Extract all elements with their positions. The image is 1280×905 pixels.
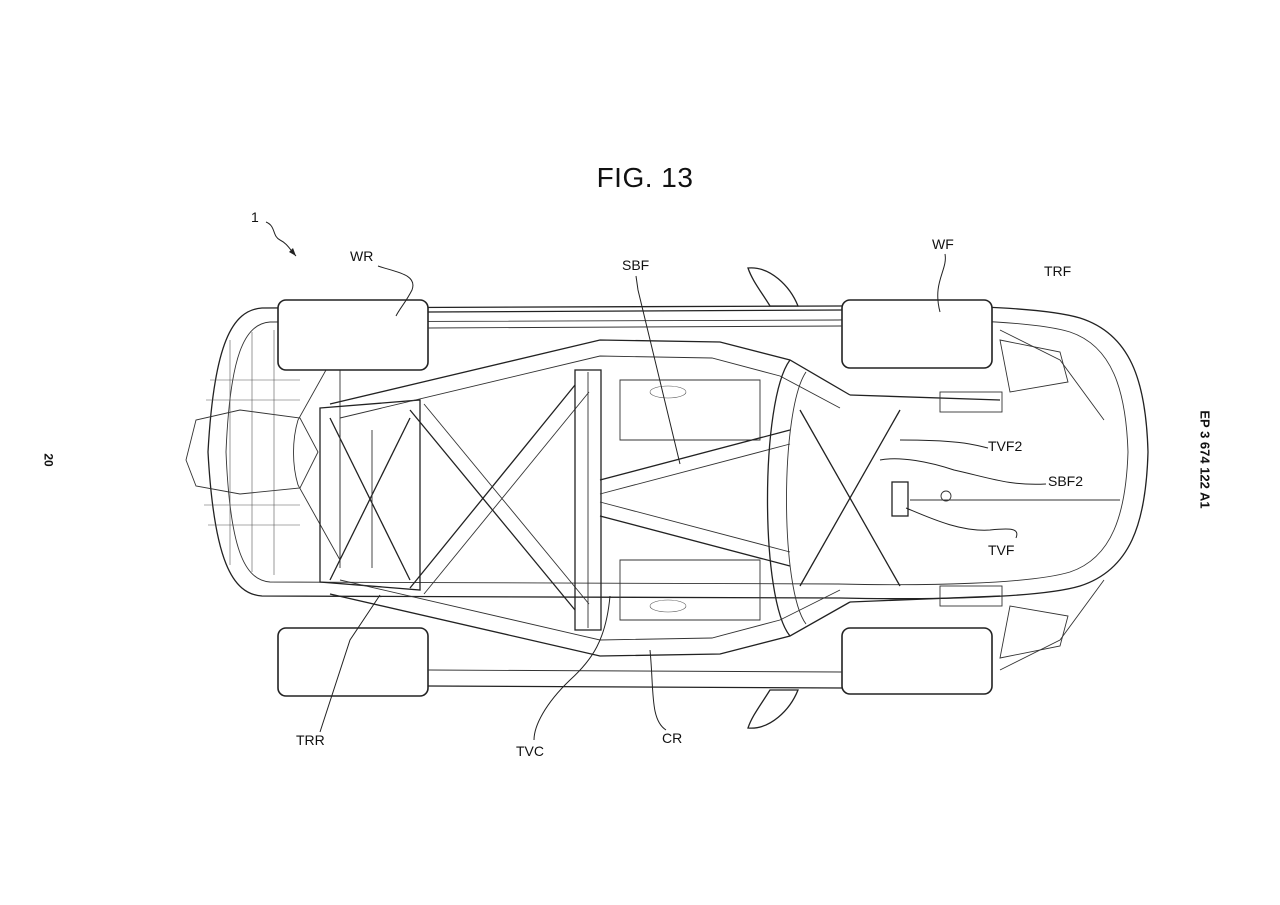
label-trr: TRR	[296, 732, 325, 748]
label-sbf2: SBF2	[1048, 473, 1083, 489]
seat-detail-1	[649, 385, 687, 399]
seat-left	[619, 379, 761, 441]
central-cross-member	[574, 369, 602, 631]
frame-top-rail-inner	[339, 355, 841, 419]
leader-tvf	[905, 507, 1018, 539]
rear-diffuser	[185, 409, 319, 495]
leader-trr	[319, 594, 381, 733]
leader-wr	[377, 265, 414, 317]
front-vertical-member	[891, 481, 909, 517]
seat-detail-2	[649, 599, 687, 613]
front-nose-bottom	[999, 579, 1105, 671]
label-wr: WR	[350, 248, 373, 264]
front-bulkhead-arch	[766, 359, 791, 637]
leader-sbf	[635, 275, 681, 465]
leader-cr	[649, 649, 667, 731]
leader-sbf2	[879, 458, 1047, 485]
tire-front-right	[841, 627, 993, 695]
seat-right	[619, 559, 761, 621]
tire-front-left	[841, 299, 993, 369]
body-outline	[207, 304, 1149, 600]
mirror-bottom	[747, 689, 799, 729]
sill-bottom-inner	[427, 669, 843, 673]
figure-title: FIG. 13	[596, 162, 694, 193]
leader-tvc	[533, 595, 611, 741]
rear-frame-cross-2	[329, 417, 411, 581]
frame-bottom-rail	[329, 593, 851, 657]
leader-tvf2	[899, 439, 989, 449]
ref-numeral-1: 1	[251, 209, 259, 225]
front-bar-bottom	[849, 595, 1001, 603]
ref-1-arrowhead	[289, 248, 296, 256]
label-sbf: SBF	[622, 257, 649, 273]
rear-engine-bay	[293, 343, 341, 562]
sbf-brace-1	[599, 429, 791, 481]
front-bar-top	[849, 394, 1001, 401]
sbf-brace-2b	[599, 501, 791, 553]
cage-x-brace-1b	[423, 403, 590, 605]
label-trf: TRF	[1044, 263, 1071, 279]
label-tvc: TVC	[516, 743, 544, 759]
rear-subframe	[319, 399, 421, 591]
front-centre-bolt	[940, 490, 952, 502]
front-bulkhead-arch-inner	[786, 371, 807, 625]
tire-rear-left	[277, 299, 429, 371]
sbf-brace-1b	[599, 443, 791, 495]
label-tvf2: TVF2	[988, 438, 1022, 454]
tire-rear-right	[277, 627, 429, 697]
leader-wf	[937, 253, 946, 313]
front-nose-top	[999, 329, 1105, 421]
front-radiator-top	[999, 339, 1069, 393]
front-mount-top	[939, 391, 1003, 413]
label-cr: CR	[662, 730, 682, 746]
mirror-top	[747, 267, 799, 307]
sbf-brace-2	[599, 515, 791, 567]
sill-top-inner	[427, 325, 843, 329]
label-tvf: TVF	[988, 542, 1014, 558]
front-frame-cross-2	[799, 409, 901, 587]
body-inner-outline	[225, 318, 1129, 586]
front-radiator-bottom	[999, 605, 1069, 659]
sill-top-outer	[427, 309, 843, 313]
label-wf: WF	[932, 236, 954, 252]
frame-top-rail	[329, 339, 851, 405]
cage-x-brace-2b	[423, 391, 590, 595]
sill-bottom-outer	[427, 685, 843, 689]
front-mount-bottom	[939, 585, 1003, 607]
frame-bottom-rail-inner	[339, 579, 841, 641]
